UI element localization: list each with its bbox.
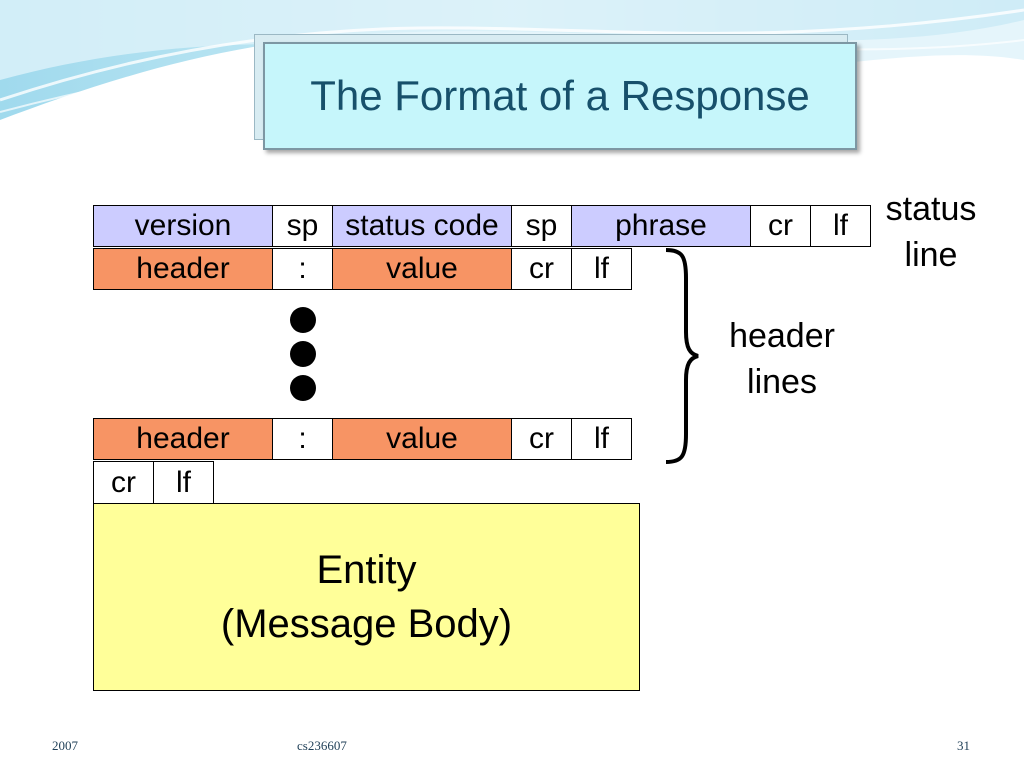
- ellipsis-dot-1: [290, 307, 316, 333]
- status-version-cell: version: [93, 205, 273, 247]
- header-value-cell-2: value: [332, 418, 512, 460]
- header-lines-label: header lines: [712, 313, 852, 405]
- header-lf-cell-2: lf: [571, 418, 632, 460]
- status-phrase-cell: phrase: [571, 205, 751, 247]
- header-name-cell-2: header: [93, 418, 273, 460]
- status-lf-cell: lf: [810, 205, 871, 247]
- header-lines-label-line2: lines: [747, 363, 817, 401]
- status-sp-cell-1: sp: [272, 205, 333, 247]
- end-lf-cell: lf: [153, 461, 214, 504]
- status-sp-cell-2: sp: [511, 205, 572, 247]
- header-name-cell-1: header: [93, 248, 273, 290]
- header-colon-cell-2: :: [272, 418, 333, 460]
- header-lf-cell-1: lf: [571, 248, 632, 290]
- status-cr-cell: cr: [750, 205, 811, 247]
- header-cr-cell-2: cr: [511, 418, 572, 460]
- entity-subtitle: (Message Body): [220, 602, 513, 646]
- ellipsis-dot-2: [290, 341, 316, 367]
- entity-body-box: Entity (Message Body): [93, 503, 640, 691]
- status-line-label-line1: status: [885, 190, 977, 228]
- header-lines-label-line1: header: [729, 317, 835, 355]
- footer-course: cs236607: [297, 738, 347, 753]
- status-code-cell: status code: [332, 205, 512, 247]
- page-title: The Format of a Response: [310, 72, 810, 119]
- header-colon-cell-1: :: [272, 248, 333, 290]
- entity-title: Entity: [316, 548, 417, 592]
- header-value-cell-1: value: [332, 248, 512, 290]
- end-cr-cell: cr: [93, 461, 154, 504]
- status-line-label: status line: [866, 186, 996, 278]
- footer-page-number: 31: [957, 738, 970, 753]
- header-lines-brace: [665, 248, 699, 464]
- footer-year: 2007: [52, 738, 78, 753]
- status-line-label-line2: line: [904, 236, 958, 274]
- title-box: The Format of a Response: [263, 42, 857, 150]
- ellipsis-dot-3: [290, 375, 316, 401]
- header-cr-cell-1: cr: [511, 248, 572, 290]
